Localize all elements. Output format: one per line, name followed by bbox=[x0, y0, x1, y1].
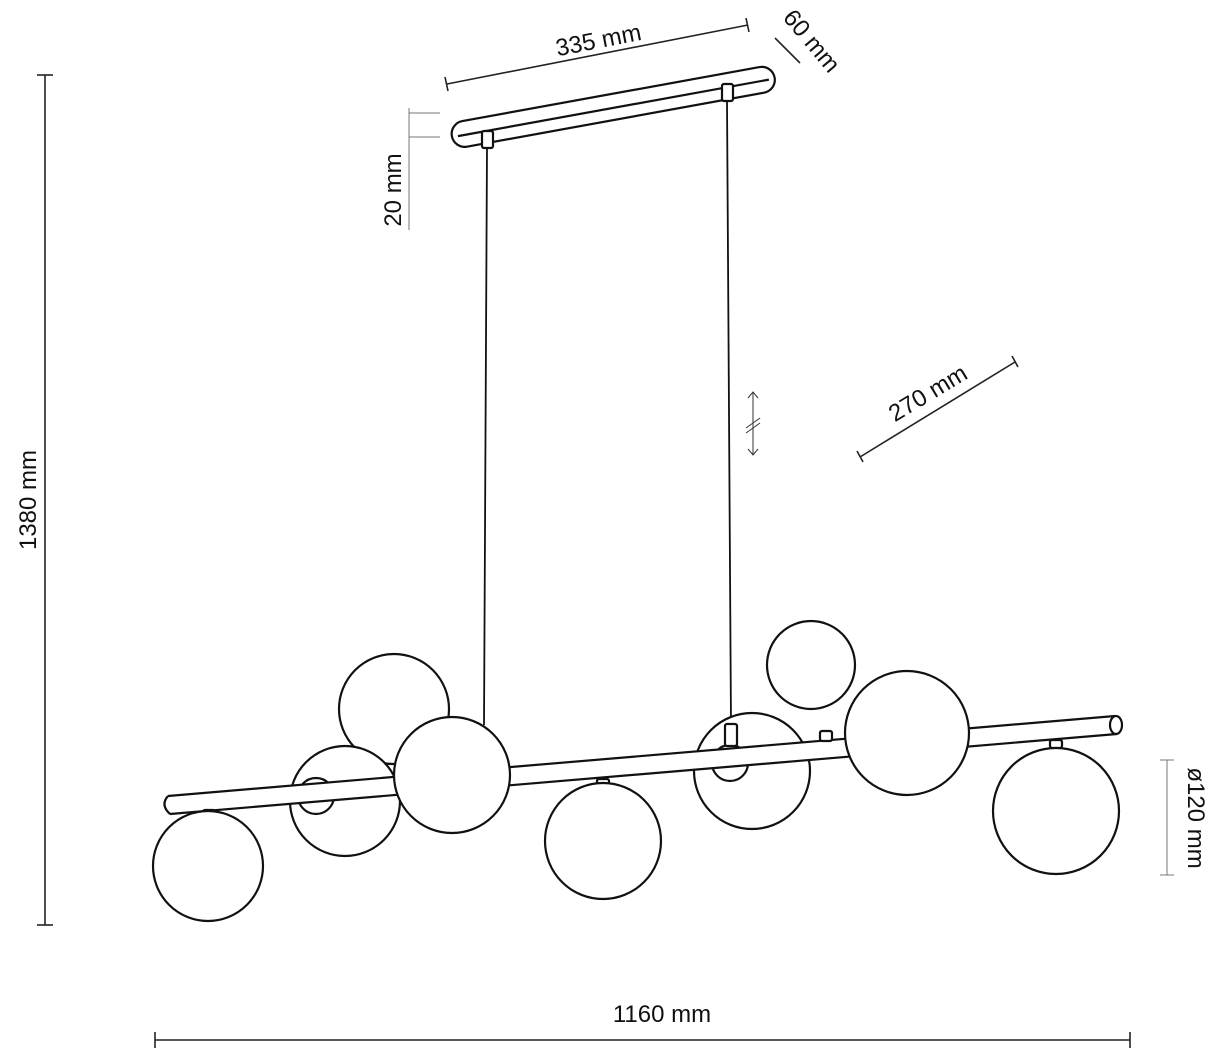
canopy-length-label: 335 mm bbox=[553, 19, 643, 62]
canopy-width-line bbox=[774, 37, 801, 64]
suspension-cable-left bbox=[483, 147, 488, 726]
canopy-height-label: 20 mm bbox=[380, 153, 407, 226]
height-label: 1380 mm bbox=[15, 450, 42, 550]
hanging-globe bbox=[991, 738, 1121, 876]
cable-clamp-left bbox=[480, 129, 495, 150]
depth-label: 270 mm bbox=[884, 360, 972, 428]
globe-diameter-label: ø120 mm bbox=[1182, 767, 1209, 868]
canopy-height-line bbox=[408, 108, 440, 230]
hanging-globe bbox=[151, 808, 265, 923]
ceiling-canopy bbox=[450, 65, 776, 148]
globe bbox=[765, 619, 857, 711]
canopy-width-label: 60 mm bbox=[777, 5, 845, 79]
width-dimension-line bbox=[154, 1032, 1131, 1048]
width-label: 1160 mm bbox=[613, 1001, 711, 1028]
adjustable-length-arrow-icon bbox=[745, 391, 761, 456]
depth-dimension-line bbox=[856, 355, 1019, 463]
rod-connector bbox=[818, 729, 834, 743]
globe bbox=[692, 711, 812, 831]
suspension-cable-right bbox=[726, 100, 732, 726]
globe bbox=[392, 715, 512, 835]
canopy-length-line bbox=[444, 17, 750, 92]
globe bbox=[843, 669, 971, 797]
rod-connector bbox=[723, 722, 739, 748]
globe-diameter-line bbox=[1160, 759, 1174, 876]
height-dimension-line bbox=[37, 74, 53, 926]
cable-clamp-right bbox=[720, 82, 735, 103]
hanging-globe bbox=[543, 777, 663, 901]
